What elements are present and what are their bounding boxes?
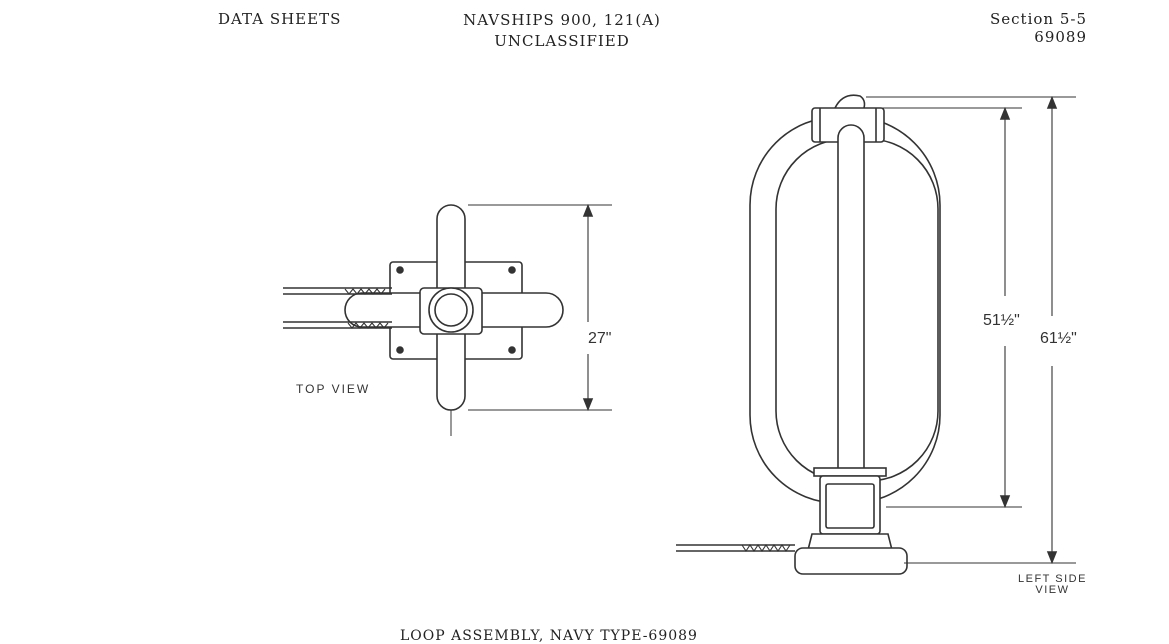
top-view-label: TOP VIEW: [296, 382, 371, 396]
left-side-view-label: LEFT SIDE VIEW: [1018, 574, 1087, 596]
equipment-number: 69089: [1034, 28, 1087, 46]
header-right: Section 5-5 69089: [990, 10, 1087, 46]
dimension-loop-height: 51½": [983, 312, 1020, 329]
header-center-line2: UNCLASSIFIED: [494, 32, 630, 50]
top-view-drawing: [283, 203, 612, 436]
section-number: Section 5-5: [990, 10, 1087, 28]
header-left: DATA SHEETS: [218, 10, 342, 28]
dimension-width: 27": [588, 330, 612, 347]
figure-caption: LOOP ASSEMBLY, NAVY TYPE-69089: [400, 628, 698, 644]
dimension-overall-height: 61½": [1040, 330, 1077, 347]
left-side-view-label-line2: VIEW: [1035, 584, 1070, 596]
left-side-view-drawing: [676, 94, 1076, 575]
header-center-line1: NAVSHIPS 900, 121(A): [463, 11, 661, 29]
left-side-view-label-line1: LEFT SIDE: [1018, 573, 1087, 585]
header-center: NAVSHIPS 900, 121(A) UNCLASSIFIED: [412, 10, 712, 52]
